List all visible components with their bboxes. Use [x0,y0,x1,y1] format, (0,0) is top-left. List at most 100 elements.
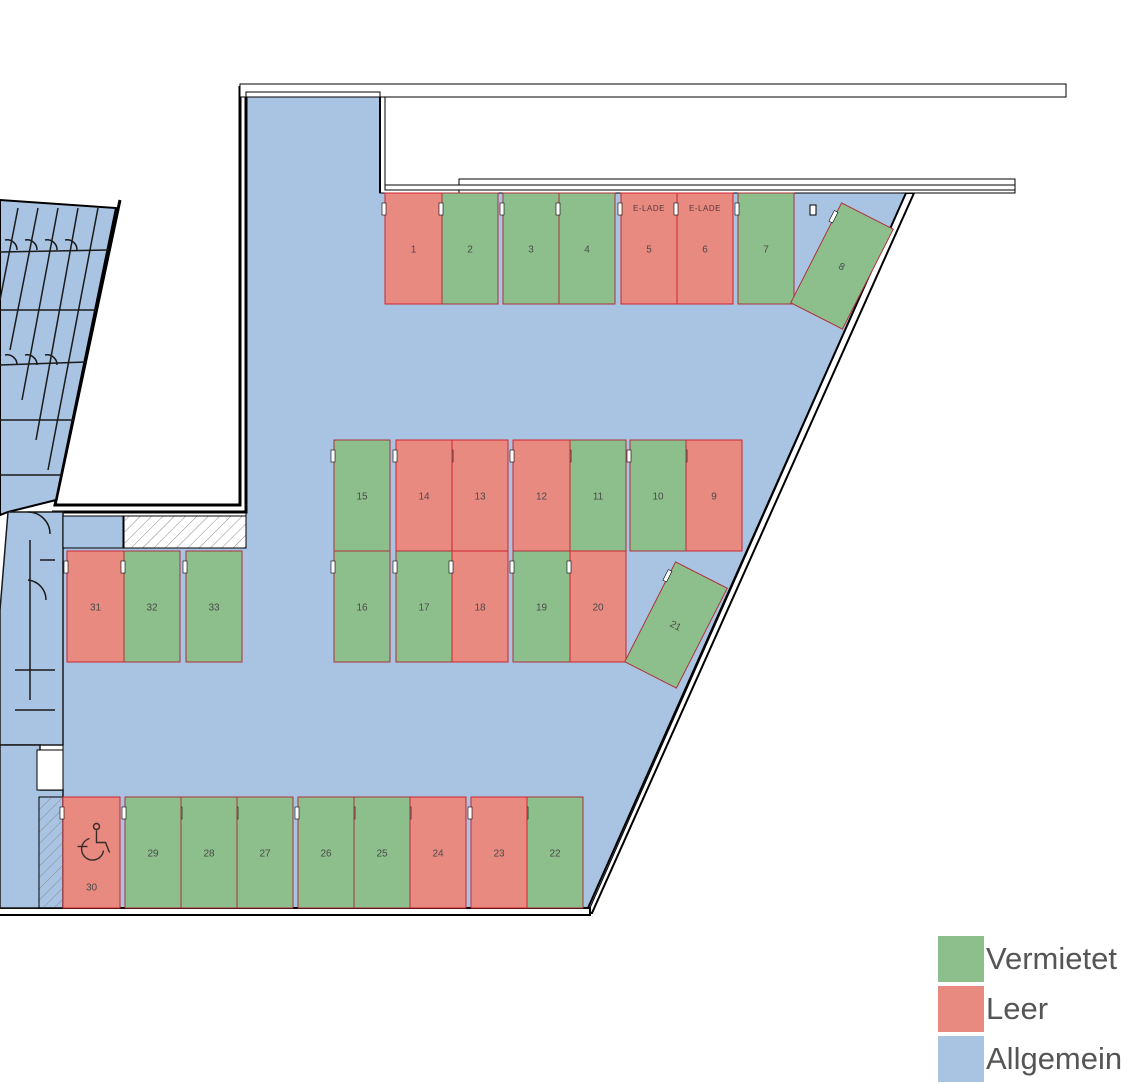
parking-spot-29: 29 [121,796,182,909]
column-marker [467,806,473,820]
spot-number: 29 [147,849,159,860]
parking-spot-28: 28 [177,796,238,909]
legend-label-rented: Vermietet [986,941,1117,976]
parking-spot-18: 18 [448,550,509,663]
column-marker [182,560,188,574]
parking-spot-area [66,550,125,663]
column-marker [626,449,632,463]
column-marker [617,202,623,216]
spot-number: 27 [259,849,271,860]
spot-number: 14 [418,492,430,503]
column-marker [509,560,515,574]
parking-spot-31: 31 [63,550,125,663]
parking-spot-17: 17 [392,550,453,663]
legend: Vermietet Leer Allgemein [938,934,1122,1084]
parking-spot-area [470,796,528,909]
spot-number: 2 [467,245,473,256]
outer-wall-bottom [0,907,591,916]
spot-number: 8 [836,261,846,274]
spot-number: 33 [208,603,220,614]
column-marker [294,806,300,820]
parking-spot-9: 9 [682,439,743,552]
parking-spot-area [620,192,678,305]
legend-swatch-vacant [938,986,984,1032]
column-marker [673,202,679,216]
spot-number: 22 [549,849,561,860]
spot-number: 17 [418,603,430,614]
mid-wall-inner [384,184,1016,191]
spot-number: 6 [702,245,708,256]
parking-spot-area [395,550,453,663]
parking-spot-25: 25 [350,796,411,909]
parking-spot-5: 5E-LADE [617,192,678,305]
parking-spot-13: 13 [448,439,509,552]
column-marker [448,560,454,574]
legend-label-common: Allgemein [986,1041,1123,1076]
parking-spot-area [185,550,243,663]
legend-item-vacant: Leer [938,984,1122,1034]
parking-spot-area [353,796,411,909]
legend-swatch-common [938,1036,984,1082]
parking-spot-area [569,550,627,663]
hatched-zone-top [123,515,247,549]
parking-spot-21: 21 [624,561,728,689]
spot-number: 18 [474,603,486,614]
parking-spot-10: 10 [626,439,687,552]
parking-spot-area [395,439,453,552]
parking-spot-2: 2 [438,192,499,305]
parking-spot-22: 22 [523,796,584,909]
parking-spot-24: 24 [406,796,467,909]
e-charging-tag: E-LADE [689,204,721,213]
parking-spot-1: 1 [381,192,443,305]
hatched-zone-bottom [38,796,64,909]
parking-spot-area [384,192,443,305]
column-marker [509,449,515,463]
parking-spot-11: 11 [566,439,627,552]
pillar-marker [809,204,817,216]
top-wall-inner [245,91,381,98]
spot-number: 20 [592,603,604,614]
parking-spot-area [441,192,499,305]
parking-spot-area [676,192,734,305]
column-marker [828,210,839,224]
parking-spot-area [558,192,616,305]
parking-spot-8: 8 [790,202,894,330]
parking-spot-area [512,550,571,663]
spot-number: 24 [432,849,444,860]
parking-spot-area [123,550,181,663]
spot-number: 3 [528,245,534,256]
spot-number: 1 [411,245,417,256]
spot-number: 5 [646,245,652,256]
column-marker [392,560,398,574]
column-marker [566,560,572,574]
column-marker [392,449,398,463]
spot-number: 16 [356,603,368,614]
wheelchair-icon [77,822,111,861]
column-marker [734,202,740,216]
column-marker [330,449,336,463]
spot-number: 15 [356,492,368,503]
parking-spot-area [180,796,238,909]
corridor-strip [62,515,124,549]
parking-spot-19: 19 [509,550,571,663]
parking-spot-area [297,796,355,909]
parking-spot-area [629,439,687,552]
column-marker [438,202,444,216]
column-marker [381,202,387,216]
spot-number: 13 [474,492,486,503]
outer-wall [52,86,248,514]
legend-item-common: Allgemein [938,1034,1122,1084]
column-marker [63,560,69,574]
column-marker [59,806,65,820]
spot-number: 11 [593,492,604,503]
parking-spot-27: 27 [233,796,294,909]
spot-number: 25 [376,849,388,860]
spot-number: 19 [536,603,548,614]
parking-spot-area [624,561,728,689]
parking-spot-area [790,202,894,330]
spot-number: 32 [146,603,158,614]
parking-spot-area [451,550,509,663]
spot-number: 9 [711,492,717,503]
